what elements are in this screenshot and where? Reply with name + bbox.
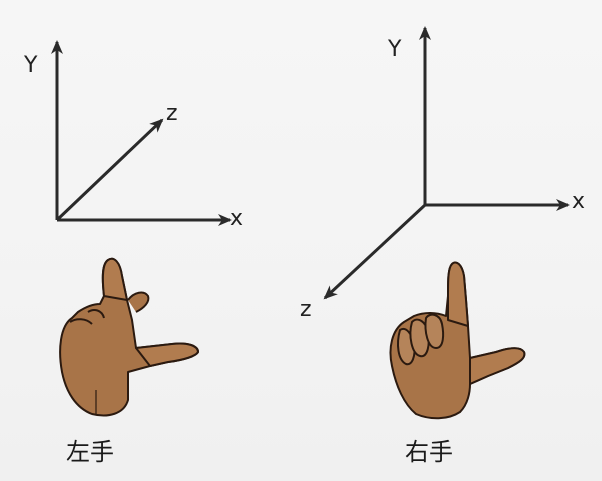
right-x-label: x (572, 189, 585, 214)
left-hand-caption: 左手 (66, 438, 114, 466)
right-hand-caption: 右手 (405, 438, 453, 466)
left-hand-icon (59, 257, 199, 417)
left-z-axis (55, 118, 164, 222)
left-coordinate-system: Y z x (23, 40, 243, 231)
right-z-axis (323, 203, 427, 300)
right-z-label: z (300, 297, 312, 322)
right-hand-icon (389, 261, 526, 420)
left-z-label: z (166, 101, 178, 126)
right-y-label: Y (387, 37, 402, 62)
left-y-label: Y (23, 53, 38, 78)
left-x-label: x (230, 206, 243, 231)
right-coordinate-system: Y x z (300, 26, 585, 322)
